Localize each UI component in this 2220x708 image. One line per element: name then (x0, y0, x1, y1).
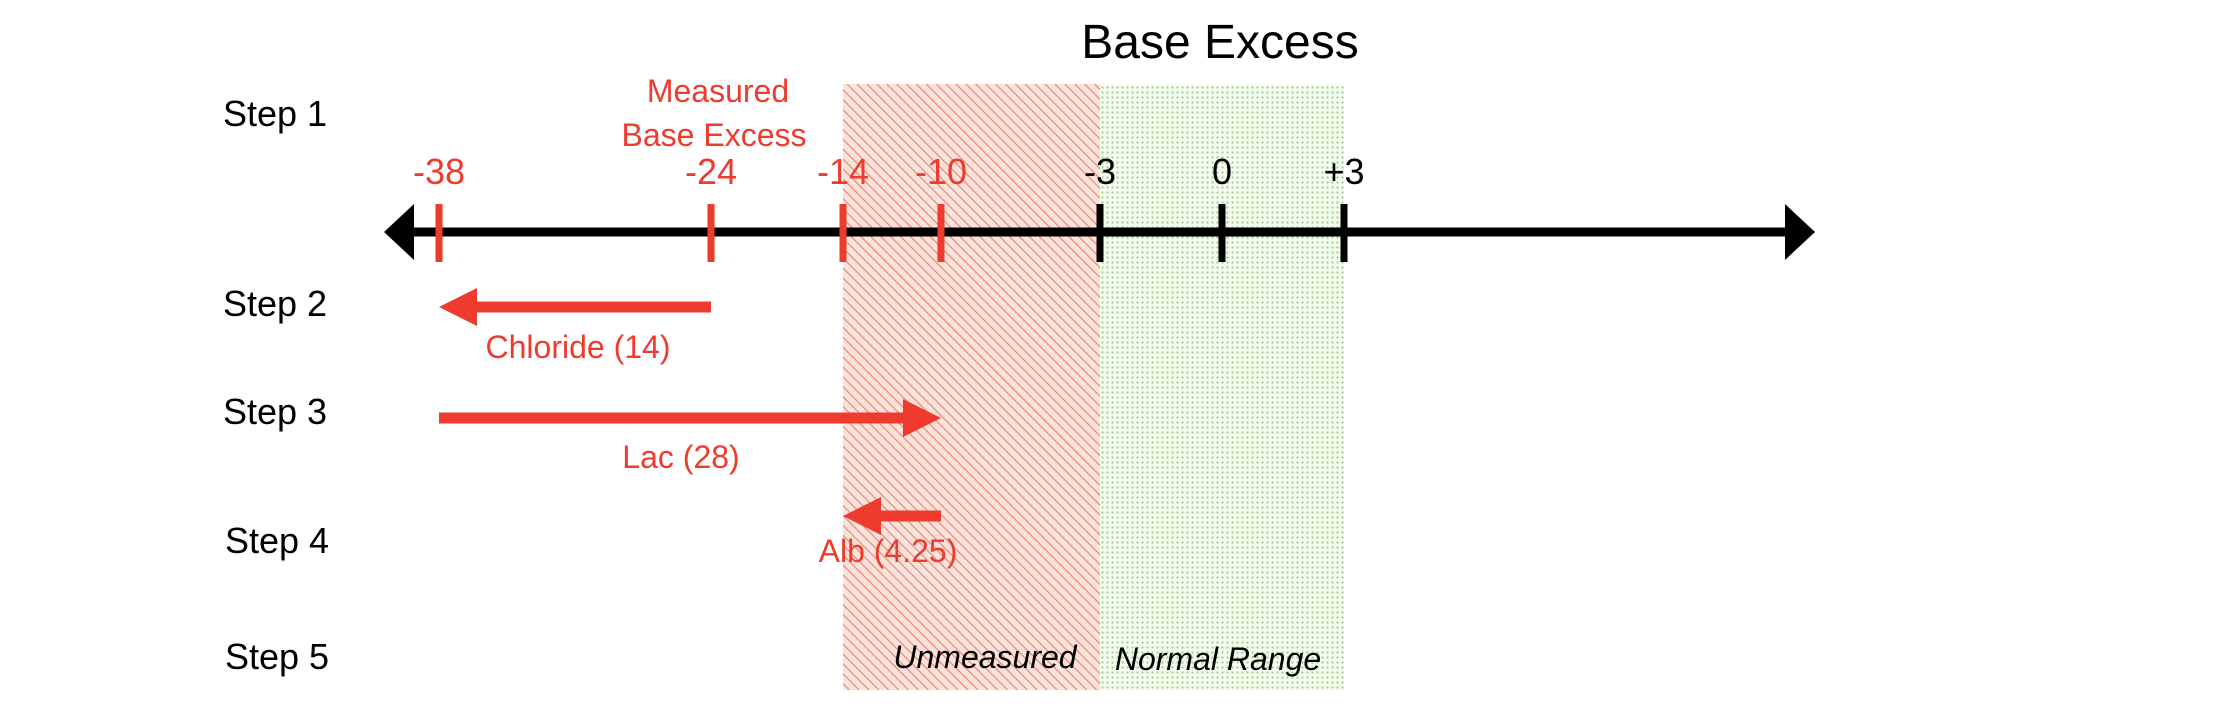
step-1-label: Step 1 (223, 93, 327, 134)
unmeasured-zone (843, 84, 1100, 690)
ticks-layer: -38 -24 -14 -10 -3 0 +3 (413, 151, 1365, 262)
step-4-label: Step 4 (225, 520, 329, 561)
axis-right-arrowhead (1785, 204, 1815, 260)
normal-range-zone (1100, 84, 1344, 690)
measured-label-line-2: Base Excess (622, 117, 807, 153)
lac-arrow-label: Lac (28) (622, 439, 739, 475)
tick-label: -3 (1084, 151, 1116, 192)
tick-label: -14 (817, 151, 869, 192)
unmeasured-zone-label: Unmeasured (893, 639, 1077, 675)
step-3-label: Step 3 (223, 391, 327, 432)
tick-label: 0 (1212, 151, 1232, 192)
alb-arrow-label: Alb (4.25) (819, 533, 958, 569)
chloride-arrow-label: Chloride (14) (486, 329, 671, 365)
tick-label: -38 (413, 151, 465, 192)
tick-label: +3 (1323, 151, 1364, 192)
chloride-arrow (439, 288, 711, 326)
measured-label-line-1: Measured (647, 73, 789, 109)
lac-arrow (439, 399, 941, 437)
alb-arrow (843, 497, 941, 535)
arrows-layer (439, 288, 941, 535)
diagram-title: Base Excess (1081, 16, 1358, 69)
tick-label: -10 (915, 151, 967, 192)
step-2-label: Step 2 (223, 283, 327, 324)
zones-layer (843, 84, 1344, 690)
normal-range-zone-label: Normal Range (1115, 641, 1321, 677)
step-5-label: Step 5 (225, 636, 329, 677)
axis-left-arrowhead (384, 204, 414, 260)
tick-label: -24 (685, 151, 737, 192)
